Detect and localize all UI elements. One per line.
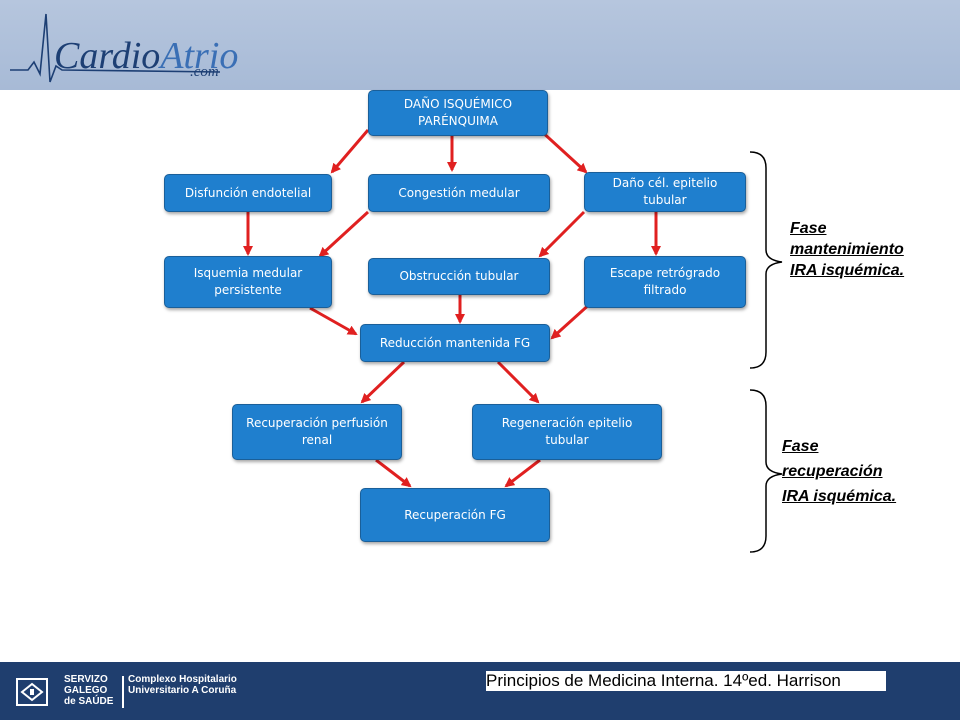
node-obstruccion-tubular: Obstrucción tubular [368,258,550,295]
arrow-dano-to-epitelio [538,128,588,174]
institution-org: SERVIZO GALEGO de SAÚDE [64,674,114,707]
node-reduccion-fg: Reducción mantenida FG [360,324,550,362]
phase-mant-line-3: IRA isquémica. [790,262,905,279]
node-recuperacion-perfusion: Recuperación perfusión renal [232,404,402,460]
brace-mantenimiento [749,151,783,369]
sergas-emblem-icon [16,678,48,706]
brace-recuperacion [749,389,783,553]
arrow-regeneracion-to-recuperacion [504,458,541,488]
node-congestion-medular: Congestión medular [368,174,550,212]
arrow-epitelio-to-obstruccion [538,210,586,258]
phase-mant-line-2: mantenimiento [790,241,904,258]
arrow-reduccion-to-regeneracion [496,360,540,404]
arrow-reduccion-to-perfusion [360,360,406,404]
header-band [0,0,960,90]
phase-mant-line-1: Fase [790,220,827,237]
node-recuperacion-fg: Recuperación FG [360,488,550,542]
cardioatrio-logo[interactable]: CardioAtrio .com [0,0,260,90]
reference-citation: Principios de Medicina Interna. 14ºed. H… [486,671,886,691]
arrow-isquemia-to-reduccion [309,306,358,336]
node-regeneracion-epitelio: Regeneración epitelio tubular [472,404,662,460]
phase-rec-line-3: IRA isquémica. [782,488,897,505]
phase-rec-line-2: recuperación [782,463,883,480]
logo-text: CardioAtrio [54,34,238,78]
node-disfuncion-endotelial: Disfunción endotelial [164,174,332,212]
phase-label-mantenimiento: Fase mantenimiento IRA isquémica. [790,218,904,281]
institution-hospital: Complexo Hospitalario Universitario A Co… [128,674,237,696]
arrow-perfusion-to-recuperacion [375,458,412,488]
logo-accent: Atrio [160,35,239,77]
logo-main: Cardio [54,35,161,77]
institution-divider [122,676,124,708]
phase-rec-line-1: Fase [782,438,819,455]
node-escape-retrogrado: Escape retrógrado filtrado [584,256,746,308]
arrow-escape-to-reduccion [550,300,594,340]
node-isquemia-medular: Isquemia medular persistente [164,256,332,308]
node-dano-epitelio: Daño cél. epitelio tubular [584,172,746,212]
ecg-line-icon [10,13,221,83]
logo-suffix: .com [190,64,219,80]
arrow-congestion-to-isquemia [318,210,370,258]
node-dano-isquemico: DAÑO ISQUÉMICO PARÉNQUIMA [368,90,548,136]
phase-label-recuperacion: Fase recuperación IRA isquémica. [782,434,896,509]
arrow-dano-to-disfuncion [330,129,370,174]
